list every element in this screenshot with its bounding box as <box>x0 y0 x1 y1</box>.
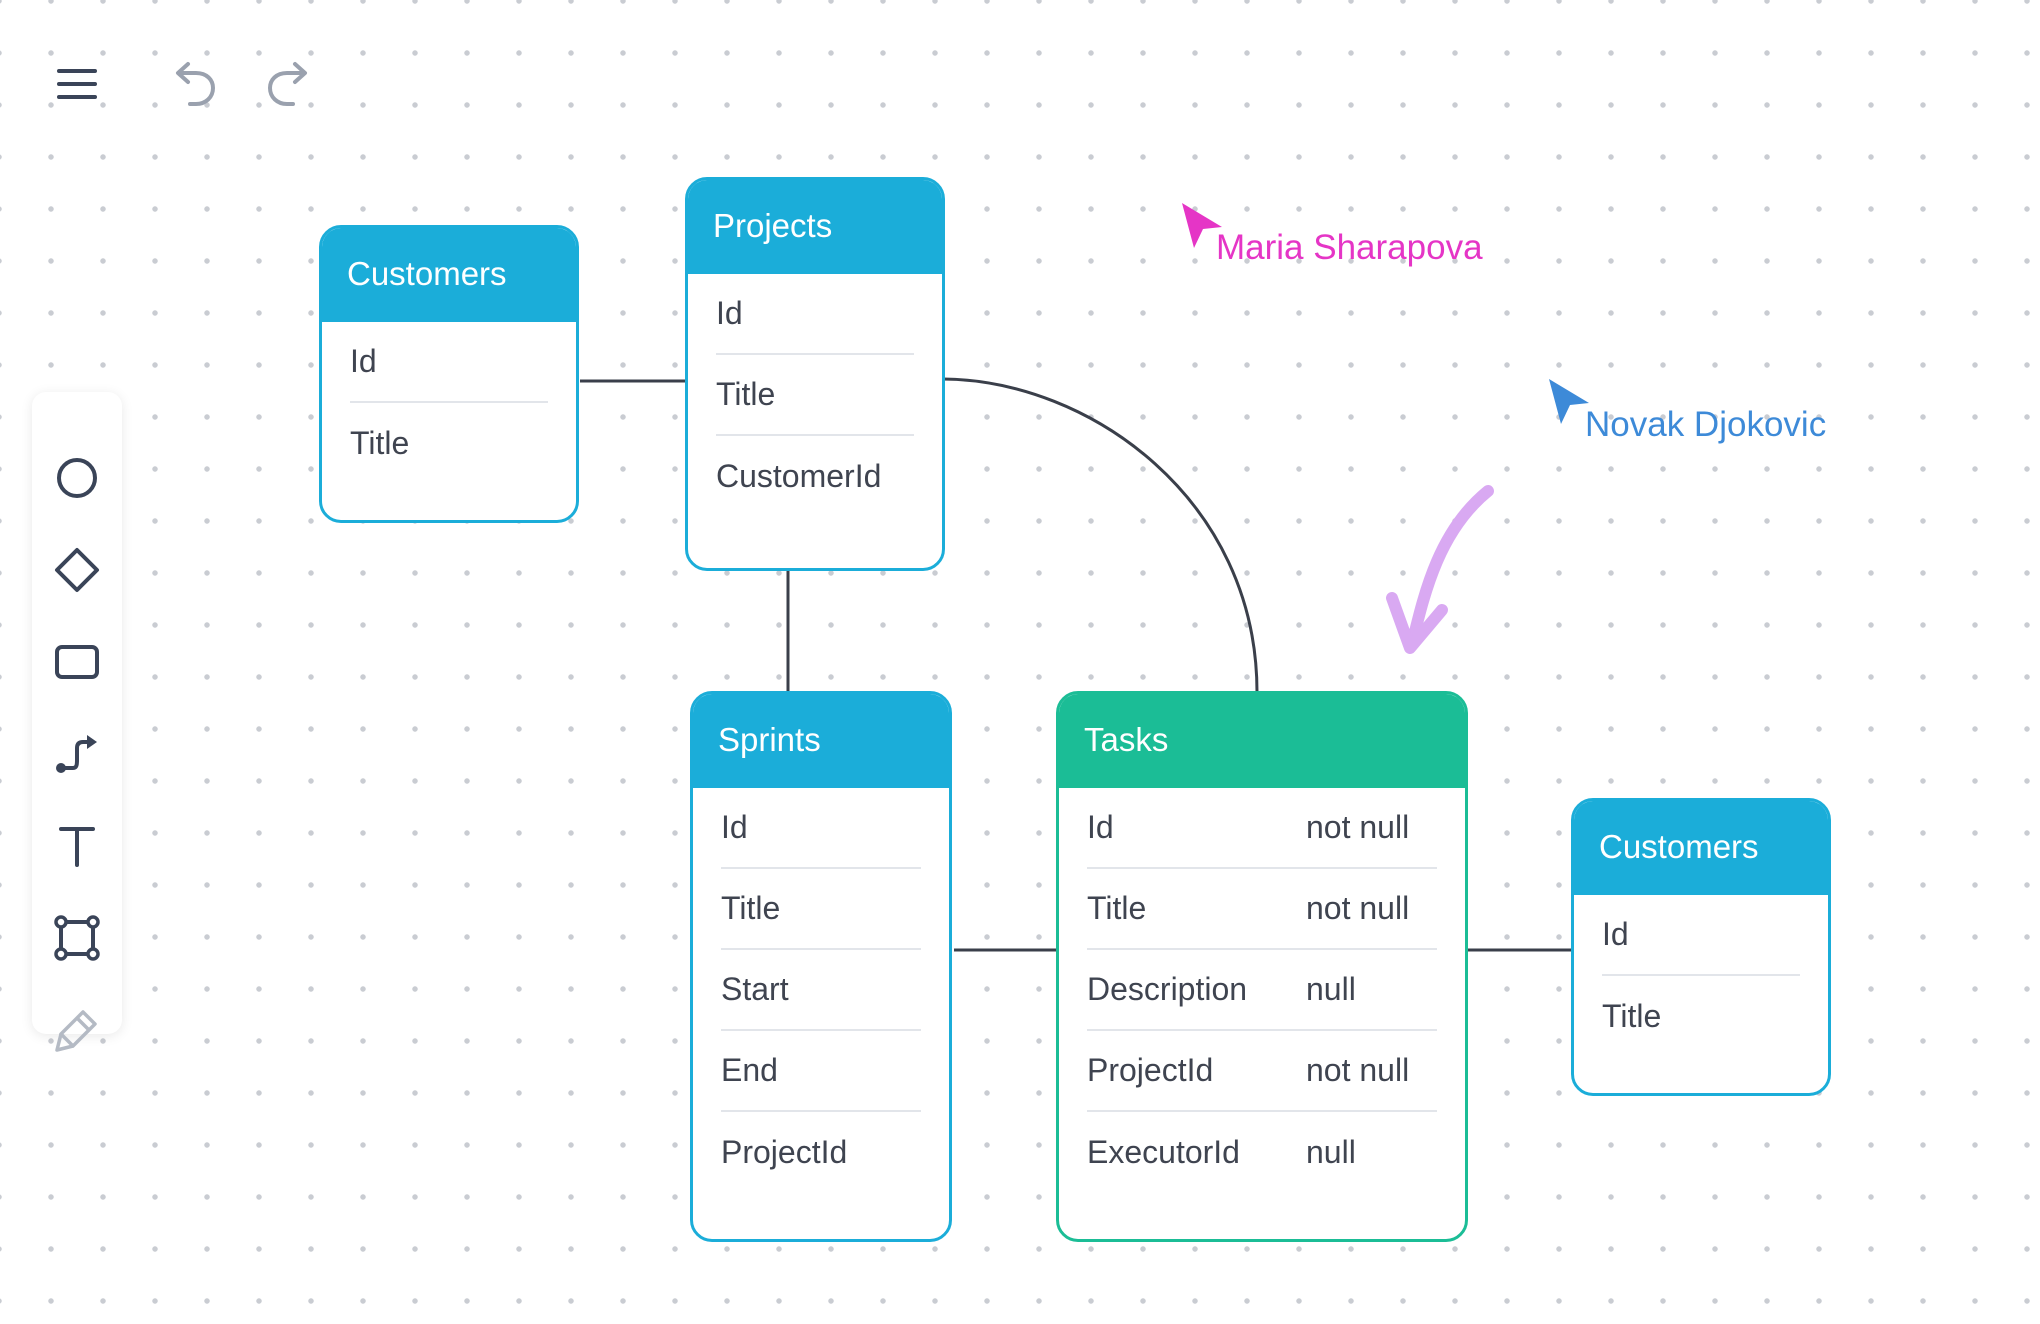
circle-tool[interactable] <box>32 438 122 518</box>
table-row[interactable]: Title <box>721 869 921 950</box>
circle-icon <box>57 458 97 498</box>
text-tool[interactable] <box>32 806 122 886</box>
field-name: CustomerId <box>716 458 882 494</box>
field-name: Title <box>721 890 781 926</box>
rectangle-icon <box>55 645 99 679</box>
menu-button[interactable] <box>45 52 109 116</box>
field-name: End <box>721 1052 778 1088</box>
table-customers-right[interactable]: Customers Id Title <box>1571 798 1831 1096</box>
table-row[interactable]: Title <box>716 355 914 436</box>
table-title: Projects <box>688 180 942 274</box>
field-name: Id <box>721 809 748 845</box>
marker-icon <box>55 1010 97 1052</box>
field-name: Title <box>350 425 410 461</box>
table-row[interactable]: Id <box>350 322 548 403</box>
relation-projects-tasks <box>942 377 1259 693</box>
field-name: Title <box>1087 890 1147 926</box>
field-nullability: null <box>1306 971 1356 1007</box>
redo-icon <box>267 62 307 106</box>
field-name: Description <box>1087 971 1248 1007</box>
diamond-tool[interactable] <box>32 530 122 610</box>
field-name: Title <box>1602 998 1662 1034</box>
field-nullability: null <box>1306 1134 1356 1170</box>
shape-toolbar <box>32 392 122 1052</box>
field-name: Id <box>1602 916 1629 952</box>
field-name: Title <box>716 376 776 412</box>
text-icon <box>59 827 95 867</box>
field-name: Id <box>716 295 743 331</box>
connector-icon <box>56 735 97 773</box>
frame-icon <box>54 915 100 961</box>
table-row[interactable]: Start <box>721 950 921 1031</box>
table-row[interactable]: Title <box>1602 976 1800 1057</box>
collaborator-label-novak: Novak Djokovic <box>1585 405 1827 444</box>
collaborator-label-maria: Maria Sharapova <box>1216 228 1483 267</box>
table-row[interactable]: Title not null <box>1087 869 1437 950</box>
field-name: ProjectId <box>1087 1052 1214 1088</box>
field-name: ExecutorId <box>1087 1134 1240 1170</box>
field-nullability: not null <box>1306 809 1410 845</box>
table-title: Customers <box>322 228 576 322</box>
table-row[interactable]: End <box>721 1031 921 1112</box>
table-row[interactable]: Description null <box>1087 950 1437 1031</box>
table-row[interactable]: CustomerId <box>716 436 914 517</box>
diamond-icon <box>55 548 99 592</box>
undo-icon <box>176 62 216 106</box>
table-row[interactable]: ProjectId <box>721 1112 921 1193</box>
table-row[interactable]: ExecutorId null <box>1087 1112 1437 1193</box>
hamburger-menu-icon <box>57 69 97 99</box>
cursor-pointer-pink <box>1182 203 1222 248</box>
rectangle-tool[interactable] <box>32 622 122 702</box>
table-row[interactable]: ProjectId not null <box>1087 1031 1437 1112</box>
field-name: Id <box>350 343 377 379</box>
frame-tool[interactable] <box>32 898 122 978</box>
table-tasks[interactable]: Tasks Id not null Title not null Descripti… <box>1056 691 1468 1242</box>
connector-tool[interactable] <box>32 714 122 794</box>
table-customers-left[interactable]: Customers Id Title <box>319 225 579 523</box>
field-name: ProjectId <box>721 1134 848 1170</box>
table-row[interactable]: Id <box>716 274 914 355</box>
cursor-pointer-blue <box>1549 379 1589 424</box>
undo-button[interactable] <box>164 52 228 116</box>
table-row[interactable]: Title <box>350 403 548 484</box>
redo-button[interactable] <box>255 52 319 116</box>
table-projects[interactable]: Projects Id Title CustomerId <box>685 177 945 571</box>
table-row[interactable]: Id <box>1602 895 1800 976</box>
table-title: Tasks <box>1059 694 1465 788</box>
table-sprints[interactable]: Sprints Id Title Start End ProjectId <box>690 691 952 1242</box>
marker-tool[interactable] <box>32 990 122 1070</box>
hand-drawn-arrow <box>1407 485 1494 646</box>
table-title: Customers <box>1574 801 1828 895</box>
field-nullability: not null <box>1306 890 1410 926</box>
field-name: Start <box>721 971 789 1007</box>
field-nullability: not null <box>1306 1052 1410 1088</box>
hand-drawn-arrowhead <box>1386 592 1448 654</box>
table-row[interactable]: Id <box>721 788 921 869</box>
table-title: Sprints <box>693 694 949 788</box>
field-name: Id <box>1087 809 1114 845</box>
table-row[interactable]: Id not null <box>1087 788 1437 869</box>
